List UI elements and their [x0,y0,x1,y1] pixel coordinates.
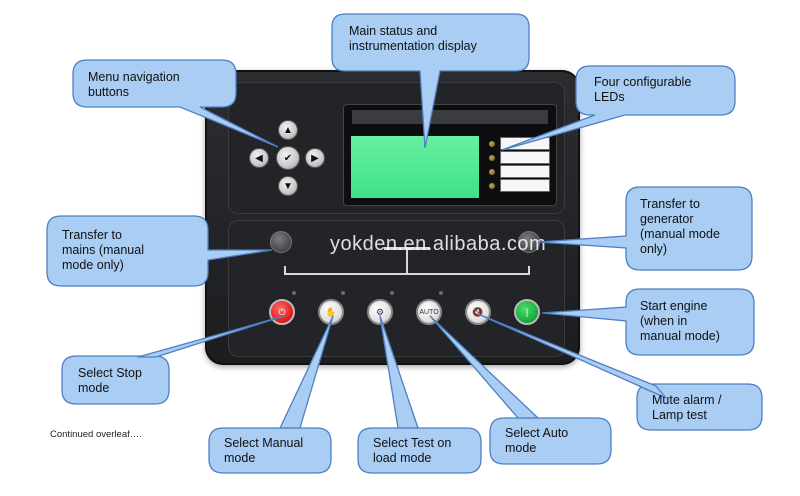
start-engine-callout-bubble [541,288,755,356]
led-3 [489,169,495,175]
mimic-bus-right-tick [528,266,530,275]
power-icon: ⏻ [278,306,286,317]
mute-icon: 🔇 [472,306,484,317]
start-icon: | [525,307,529,317]
hand-icon: ✋ [325,306,337,317]
check-icon: ✔ [283,152,293,164]
mimic-bus-left-tick [284,266,286,275]
lower-section [228,220,565,357]
lcd-display [351,136,479,198]
mimic-load-bar [384,247,430,250]
test-icon: ⚙ [375,306,385,317]
led-2 [489,155,495,161]
to-generator-callout-text: Transfer to generator (manual mode only) [640,197,720,256]
watermark: yokden.en.alibaba.com [330,233,547,255]
to-mains-callout-text: Transfer to mains (manual mode only) [62,228,144,272]
display-callout-bubble [331,13,530,149]
auto-label: AUTO [419,308,439,316]
test-callout-text: Select Test on load mode [373,436,452,465]
test-led [390,291,394,295]
transfer-to-mains-button[interactable] [270,231,292,253]
start-engine-callout-text: Start engine (when in manual mode) [640,299,720,343]
start-button[interactable]: | [514,299,540,325]
arrow-left-icon: ◀ [255,152,263,164]
auto-callout-text: Select Auto mode [505,426,569,455]
display-callout-text: Main status and instrumentation display [349,24,477,53]
arrow-up-icon: ▲ [283,124,293,136]
led-label-2 [500,151,550,164]
mimic-load-line [406,250,408,273]
test-callout-bubble [357,427,482,474]
leds-callout-text: Four configurable LEDs [594,75,692,104]
nav-left-button[interactable]: ◀ [249,148,269,168]
manual-callout-bubble [208,427,332,474]
led-1 [489,141,495,147]
stop-led [292,291,296,295]
test-button[interactable]: ⚙ [367,299,393,325]
nav-right-button[interactable]: ▶ [305,148,325,168]
to-generator-callout-bubble [537,186,753,271]
manual-led [341,291,345,295]
led-label-4 [500,179,550,192]
stop-callout-bubble [61,355,170,405]
nav-ok-button[interactable]: ✔ [276,146,300,170]
manual-callout-text: Select Manual mode [224,436,304,465]
stop-callout-text: Select Stop mode [78,366,142,395]
nav-down-button[interactable]: ▼ [278,176,298,196]
leds-callout-bubble [501,65,736,151]
arrow-down-icon: ▼ [283,180,293,192]
mute-callout-text: Mute alarm / Lamp test [652,393,722,422]
nav-up-button[interactable]: ▲ [278,120,298,140]
mimic-bus-line [284,273,530,275]
menu-callout-bubble [72,59,279,148]
auto-led [439,291,443,295]
stop-button[interactable]: ⏻ [269,299,295,325]
led-label-3 [500,165,550,178]
stop-callout-pointer [137,315,285,358]
continued-note: Continued overleaf…. [50,429,142,440]
mute-callout-pointer [477,313,667,399]
display-header-strip [352,110,548,124]
arrow-right-icon: ▶ [311,152,319,164]
mute-button[interactable]: 🔇 [465,299,491,325]
test-callout-pointer [379,315,419,429]
auto-button[interactable]: AUTO [416,299,442,325]
manual-callout-pointer [279,315,334,429]
auto-callout-pointer [429,315,539,419]
mute-callout-bubble [636,383,763,431]
to-mains-callout-bubble [46,215,273,287]
led-4 [489,183,495,189]
auto-callout-bubble [489,417,612,465]
menu-callout-text: Menu navigation buttons [88,70,180,99]
